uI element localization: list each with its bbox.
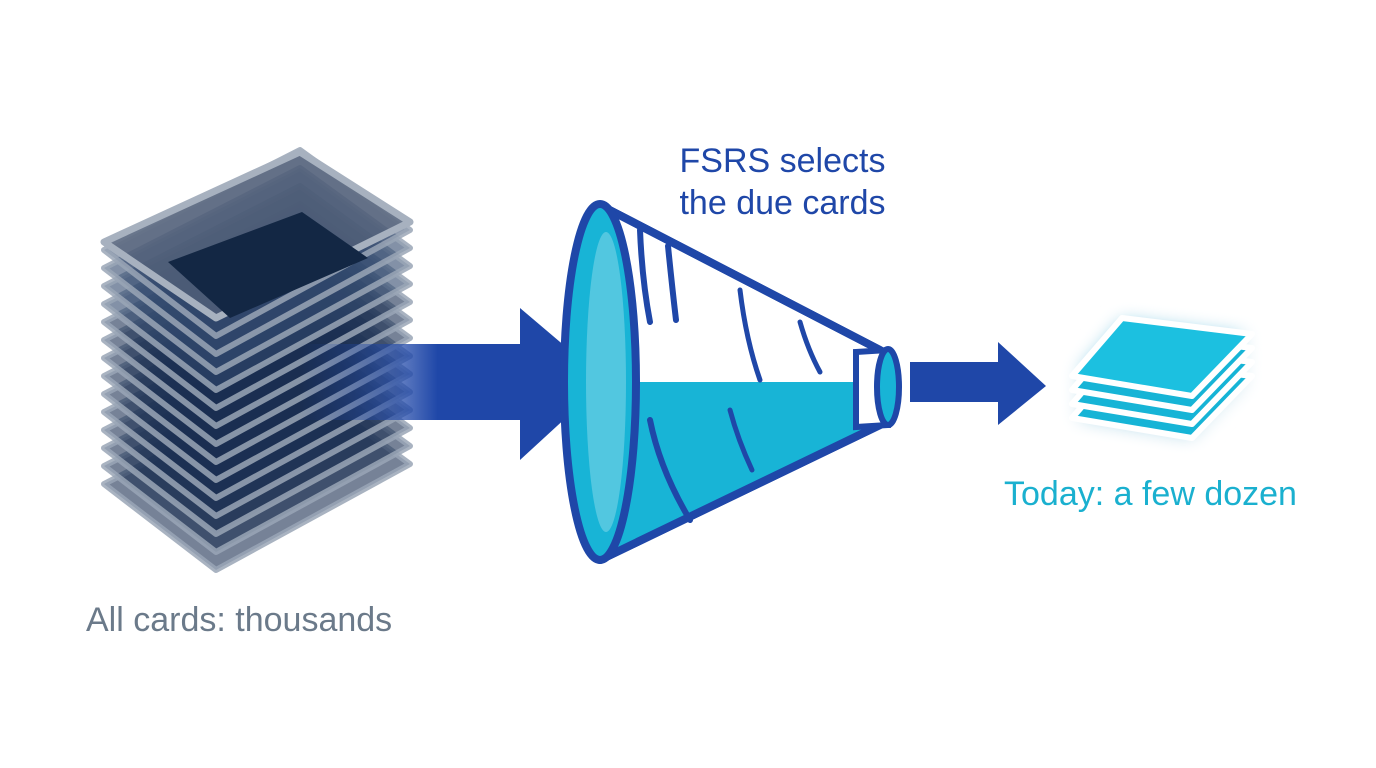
source-label: All cards: thousands [86, 601, 393, 639]
card-stack-icon [100, 147, 414, 573]
filter-label: FSRS selects the due cards [640, 140, 925, 224]
input-arrow [300, 308, 606, 460]
result-label: Today: a few dozen [1004, 475, 1297, 513]
funnel-icon [560, 200, 902, 564]
filter-label-line1: FSRS selects [679, 142, 886, 180]
output-arrow [910, 342, 1046, 425]
small-card-stack-icon [1069, 315, 1255, 441]
filter-label-line2: the due cards [679, 184, 886, 222]
